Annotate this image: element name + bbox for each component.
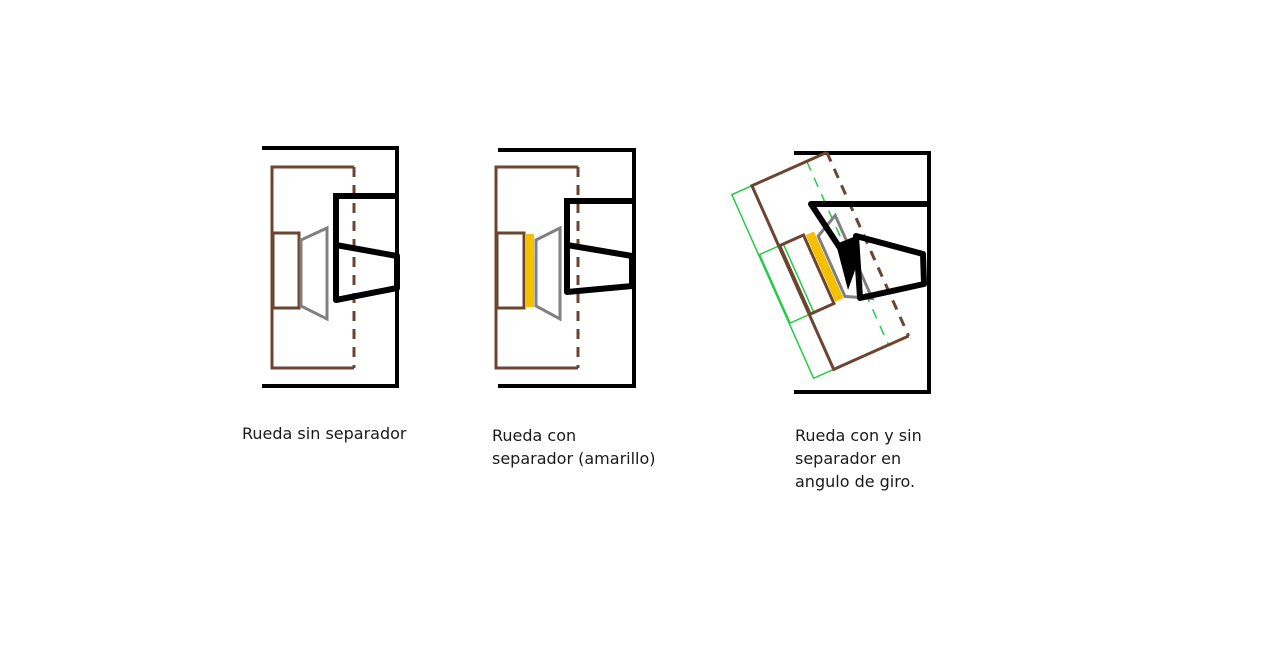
rotated-wheel-with-spacer [749, 150, 910, 372]
caption-wheel-turn-angle: Rueda con y sin separador en angulo de g… [795, 426, 922, 491]
knuckle-spindle [853, 233, 927, 301]
knuckle-joint [836, 236, 858, 290]
diagram-wheel-no-spacer [262, 146, 400, 388]
spacer-block [525, 234, 534, 307]
frame-outline [262, 146, 399, 388]
knuckle-upper-arm [564, 198, 634, 245]
hub-cone [299, 225, 329, 322]
knuckle-upper-arm [808, 201, 929, 250]
frame-outline [794, 151, 931, 394]
knuckle-upper-arm [333, 193, 397, 245]
knuckle-spindle [564, 242, 635, 295]
wheel-hub-mount [271, 231, 301, 310]
diagram-wheel-with-spacer [494, 148, 636, 388]
knuckle-spindle [333, 242, 400, 303]
caption-wheel-no-spacer: Rueda sin separador [242, 424, 407, 443]
hub-cone [534, 225, 562, 322]
wheel-hub-mount [495, 231, 526, 310]
diagram-wheel-turn-angle [730, 150, 931, 394]
caption-wheel-with-spacer: Rueda con separador (amarillo) [492, 426, 656, 468]
